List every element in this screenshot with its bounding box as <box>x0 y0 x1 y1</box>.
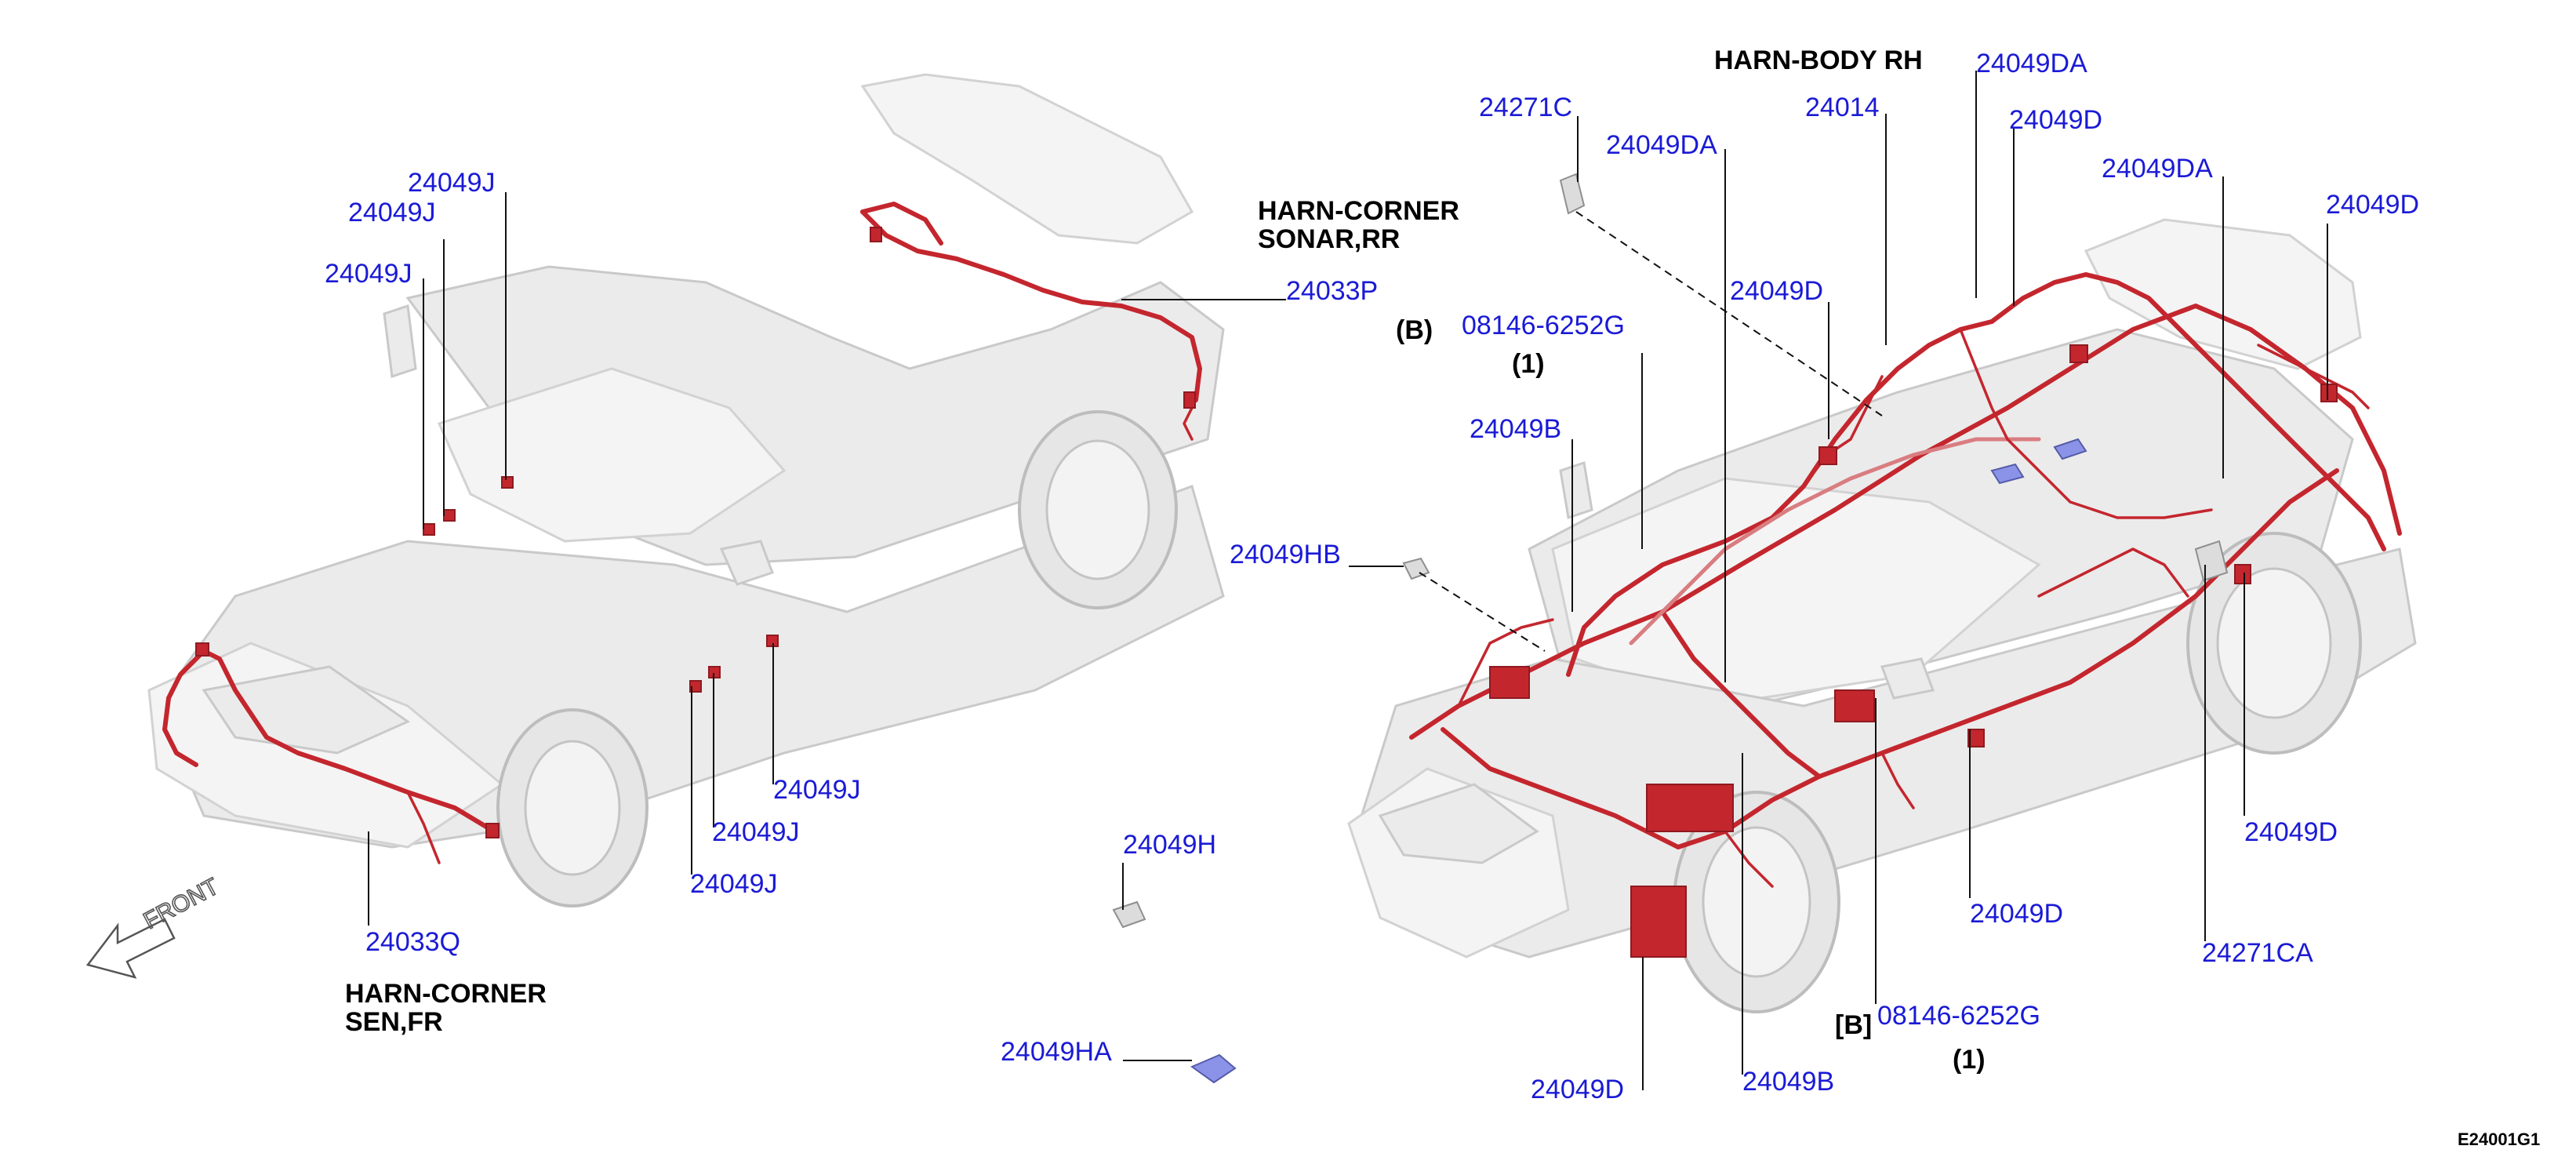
part-label-24271C: 24271C <box>1479 93 1572 122</box>
part-label-24049B: 24049B <box>1470 414 1561 444</box>
loose-part-labels: 24049H 24049HA 24049HB 24271C <box>1001 93 1572 1067</box>
title-corner-rear-line2: SONAR,RR <box>1258 224 1400 254</box>
part-label-24049HB: 24049HB <box>1230 540 1341 569</box>
view-marker-b-bracket: [B] <box>1835 1010 1872 1040</box>
qty-upper: (1) <box>1512 349 1545 379</box>
title-body-rh: HARN-BODY RH <box>1714 45 1923 75</box>
qty-lower: (1) <box>1953 1045 1986 1075</box>
part-label-24033Q: 24033Q <box>365 927 460 957</box>
left-part-labels: 24049J 24049J 24049J 24049J 24049J 24049… <box>325 168 1378 957</box>
part-label-24049J: 24049J <box>712 817 800 847</box>
title-corner-rear-line1: HARN-CORNER <box>1258 196 1459 226</box>
part-label-24049H: 24049H <box>1123 830 1216 860</box>
loose-parts <box>1112 173 1586 1084</box>
front-arrow-icon: FRONT <box>85 873 223 979</box>
view-marker-b-paren: (B) <box>1396 315 1433 345</box>
part-label-24049J: 24049J <box>408 168 496 198</box>
part-label-08146-6252G: 08146-6252G <box>1877 1001 2040 1031</box>
part-label-24049D: 24049D <box>2009 105 2102 135</box>
view-markers: (B) (1) [B] (1) <box>1396 315 1986 1075</box>
right-part-labels: 24049DA 24049DA 24049DA 24014 24049D 240… <box>1462 49 2419 1104</box>
part-label-24033P: 24033P <box>1286 276 1378 306</box>
part-label-24049D: 24049D <box>1531 1075 1624 1104</box>
part-label-24049DA: 24049DA <box>1606 130 1717 160</box>
part-label-24049HA: 24049HA <box>1001 1037 1112 1067</box>
part-label-24049D: 24049D <box>1730 276 1823 306</box>
part-label-24049D: 24049D <box>2244 817 2338 847</box>
part-label-24049J: 24049J <box>348 198 436 227</box>
front-label: FRONT <box>140 874 223 935</box>
part-label-24049DA: 24049DA <box>1976 49 2087 78</box>
part-label-24049J: 24049J <box>325 259 412 289</box>
part-label-24049DA: 24049DA <box>2102 154 2213 184</box>
harness-titles: HARN-CORNER SONAR,RR HARN-CORNER SEN,FR … <box>345 45 1923 1037</box>
title-corner-front-line2: SEN,FR <box>345 1007 443 1037</box>
part-label-24014: 24014 <box>1805 93 1880 122</box>
part-label-24049B: 24049B <box>1742 1067 1834 1097</box>
title-corner-front-line1: HARN-CORNER <box>345 979 547 1009</box>
part-label-24049D: 24049D <box>1970 899 2063 929</box>
leader-lines <box>368 71 2328 1090</box>
part-label-24049J: 24049J <box>690 869 778 899</box>
part-label-24049J: 24049J <box>773 775 861 805</box>
left-car-illustration <box>147 73 1225 908</box>
right-car-illustration <box>1347 218 2417 1013</box>
part-label-24049D: 24049D <box>2326 190 2419 220</box>
part-label-08146-6252G: 08146-6252G <box>1462 311 1625 340</box>
diagram-id: E24001G1 <box>2458 1129 2540 1149</box>
part-label-24271CA: 24271CA <box>2202 938 2313 968</box>
